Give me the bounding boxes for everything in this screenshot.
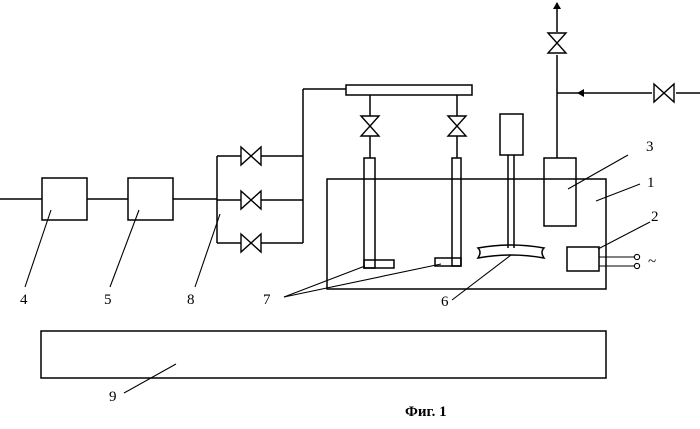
nozzle-right	[435, 158, 461, 266]
label-8: 8	[187, 292, 195, 308]
tank	[327, 179, 606, 289]
label-2: 2	[651, 209, 659, 225]
unit-4-box	[42, 178, 87, 220]
base-plate	[41, 331, 606, 378]
label-6: 6	[441, 294, 449, 310]
valve-feed-icon[interactable]	[654, 84, 674, 102]
valve-lower-icon[interactable]	[241, 234, 261, 252]
valve-upper-icon[interactable]	[241, 147, 261, 165]
label-3: 3	[646, 139, 654, 155]
label-5: 5	[104, 292, 112, 308]
leader-lines	[25, 155, 650, 393]
stirrer	[478, 114, 544, 258]
nozzle-left	[364, 158, 394, 268]
valve-downcomer-left-icon[interactable]	[361, 116, 379, 136]
figure-caption: Фиг. 1	[405, 404, 447, 420]
label-4: 4	[20, 292, 28, 308]
valve-downcomer-right-icon[interactable]	[448, 116, 466, 136]
ac-symbol: ~	[648, 254, 656, 270]
header-pipe	[346, 85, 472, 95]
heater-terminals	[599, 254, 640, 268]
valve-vent-icon[interactable]	[548, 33, 566, 53]
label-9: 9	[109, 389, 117, 405]
label-1: 1	[647, 175, 655, 191]
vent-line	[553, 2, 561, 158]
manifold-8	[217, 89, 303, 243]
probe	[544, 158, 576, 226]
valve-middle-icon[interactable]	[241, 191, 261, 209]
feed-line	[557, 89, 700, 97]
heater	[567, 247, 599, 271]
unit-5-box	[128, 178, 173, 220]
label-7: 7	[263, 292, 271, 308]
